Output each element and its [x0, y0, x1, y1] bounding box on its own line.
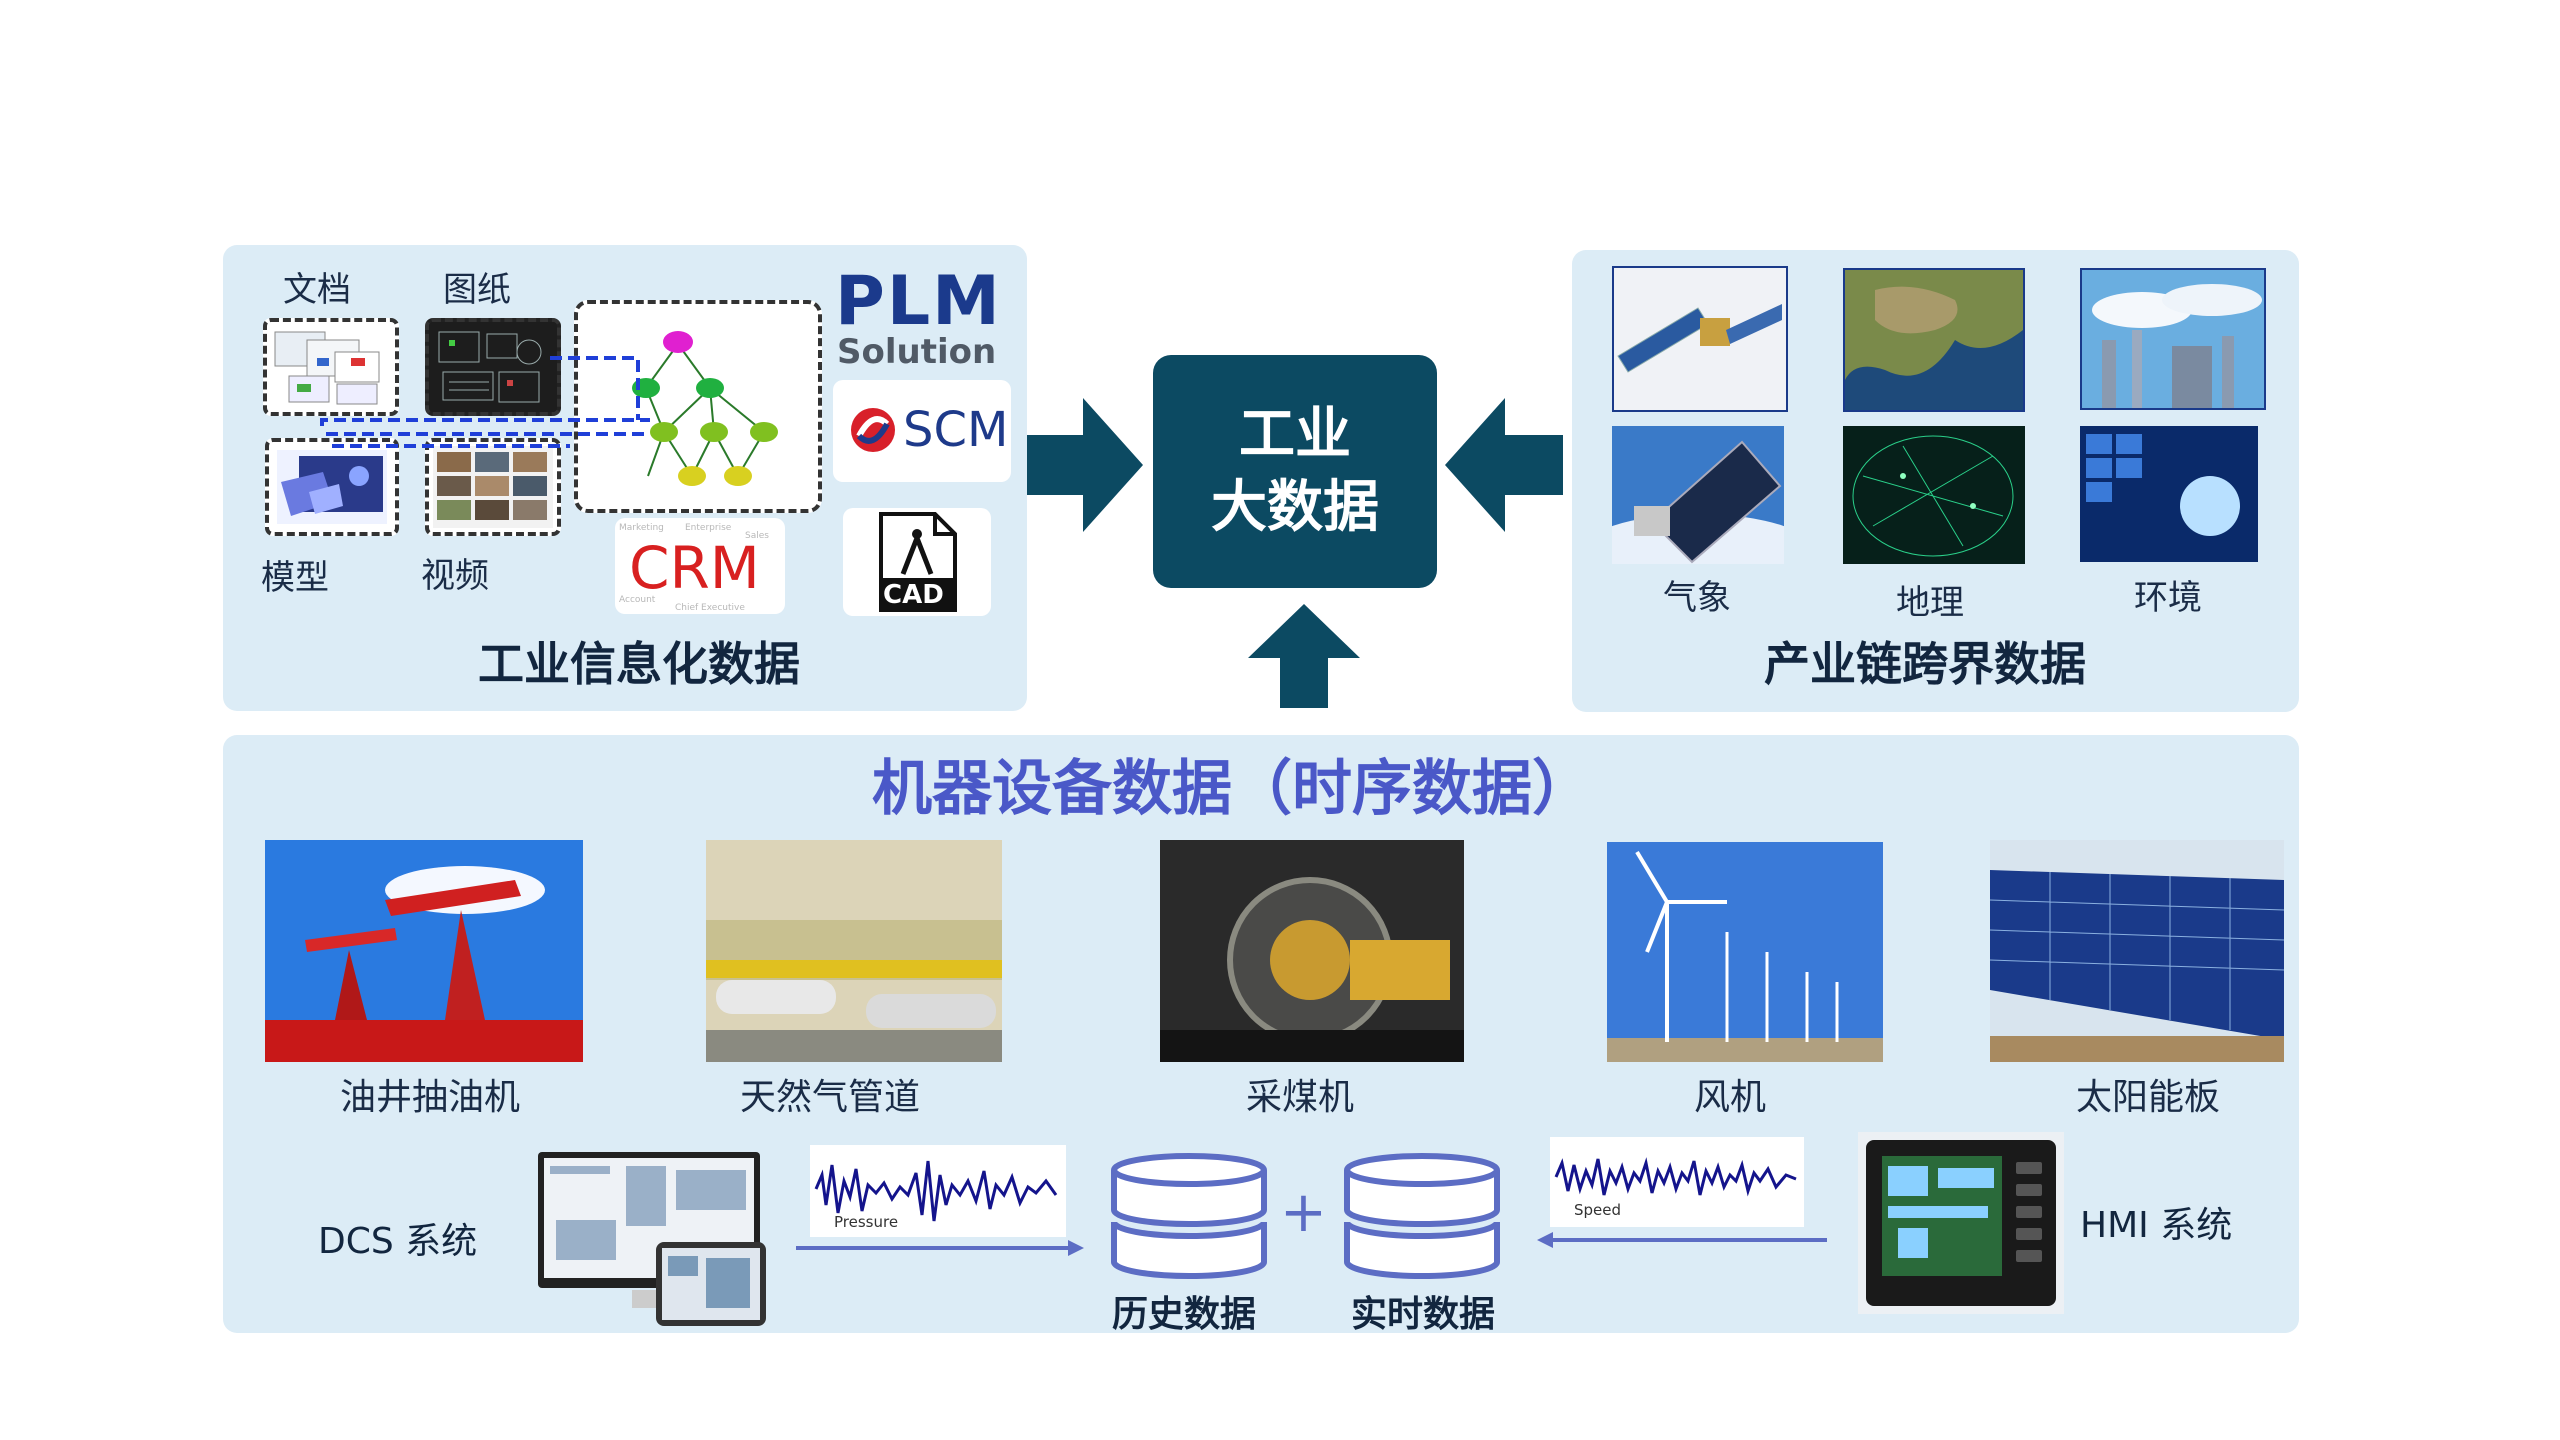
history-data-label: 历史数据 [1112, 1294, 1257, 1335]
drawing-thumbnail [425, 318, 561, 416]
pressure-caption: Pressure [834, 1213, 899, 1231]
solar-panel-label: 太阳能板 [2076, 1077, 2221, 1118]
wind-turbine-image [1607, 842, 1883, 1062]
cad-file-icon: CAD [843, 508, 991, 616]
dcs-system-label: DCS 系统 [318, 1221, 478, 1262]
realtime-database-icon [1344, 1153, 1500, 1279]
svg-text:Chief Executive: Chief Executive [675, 603, 745, 613]
info-data-title: 工业信息化数据 [478, 637, 800, 691]
svg-text:Marketing: Marketing [619, 523, 664, 533]
cross-industry-title: 产业链跨界数据 [1764, 637, 2086, 691]
left-arrow-icon [1445, 398, 1563, 532]
svg-text:Sales: Sales [745, 531, 769, 541]
industrial-big-data-hub: 工业 大数据 [1153, 355, 1437, 588]
hmi-to-realtime-arrow [1537, 1232, 1827, 1248]
drawings-label: 图纸 [443, 270, 511, 310]
hmi-system-label: HMI 系统 [2080, 1205, 2233, 1246]
right-arrow-icon [1027, 398, 1143, 532]
history-database-icon [1111, 1153, 1267, 1279]
plm-solution-logo: PLM Solution [835, 262, 1002, 372]
scm-swirl-icon [851, 408, 895, 452]
solar-panel-image [1990, 840, 2284, 1062]
plus-sign: + [1280, 1180, 1327, 1245]
svg-text:Enterprise: Enterprise [685, 523, 732, 533]
pressure-waveform-image: Pressure [810, 1145, 1066, 1237]
video-wall-image [2080, 426, 2258, 562]
speed-caption: Speed [1574, 1201, 1622, 1219]
env-label: 环境 [2134, 578, 2202, 618]
satellite-image-2 [1612, 426, 1784, 564]
hmi-panel-image [1858, 1132, 2064, 1314]
earth-map-image [1843, 268, 2025, 412]
pressure-wave-line [814, 1160, 1058, 1222]
model-label: 模型 [261, 558, 329, 598]
satellite-image-1 [1612, 266, 1788, 412]
realtime-data-label: 实时数据 [1351, 1294, 1496, 1335]
docs-label: 文档 [283, 270, 351, 310]
up-arrow-icon [1248, 604, 1360, 708]
document-thumbnail [263, 318, 399, 416]
video-label: 视频 [421, 556, 489, 596]
speed-waveform-image: Speed [1550, 1137, 1804, 1227]
oil-pump-image [265, 840, 583, 1062]
dcs-to-history-arrow [796, 1240, 1084, 1256]
coal-shearer-label: 采煤机 [1246, 1077, 1355, 1118]
model-thumbnail [265, 438, 399, 536]
gas-pipeline-image [706, 840, 1002, 1062]
scm-logo: SCM [833, 380, 1011, 482]
geo-label: 地理 [1896, 583, 1964, 623]
factory-smoke-image [2080, 268, 2266, 410]
svg-text:Account: Account [619, 595, 656, 605]
dashed-connectors [320, 356, 650, 448]
weather-label: 气象 [1663, 578, 1731, 618]
dcs-monitor-image [536, 1150, 768, 1330]
network-globe-image [1843, 426, 2025, 564]
video-thumbnail [425, 438, 561, 536]
compass-document-icon [879, 512, 957, 612]
coal-shearer-image [1160, 840, 1464, 1062]
hub-line-1: 工业 [1239, 401, 1351, 467]
oil-pump-label: 油井抽油机 [340, 1077, 521, 1118]
hierarchy-tree-diagram [574, 300, 822, 513]
machine-data-title: 机器设备数据（时序数据） [872, 754, 1592, 824]
wind-turbine-label: 风机 [1694, 1077, 1767, 1118]
speed-wave-line [1554, 1157, 1797, 1197]
hub-line-2: 大数据 [1211, 474, 1379, 540]
gas-pipeline-label: 天然气管道 [740, 1077, 921, 1118]
